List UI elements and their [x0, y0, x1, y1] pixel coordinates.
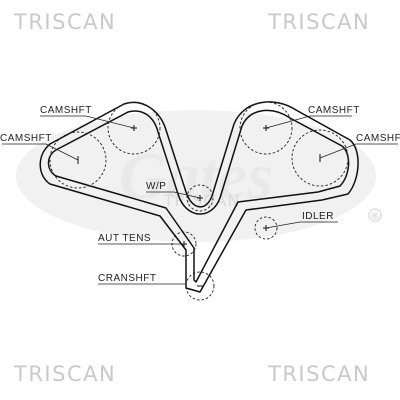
- label-crankshaft: CRANSHFT: [98, 273, 156, 284]
- watermark-top-right: TRISCAN: [268, 10, 371, 34]
- idler-pulley: [254, 216, 278, 240]
- label-camshaft-left: CAMSHFT: [0, 133, 52, 144]
- label-idler: IDLER: [302, 211, 334, 222]
- label-camshaft-top-right: CAMSHFT: [308, 105, 360, 116]
- watermark-bottom-left: TRISCAN: [14, 362, 117, 386]
- camshaft-top-right-pulley: [239, 101, 293, 155]
- label-auto-tensioner: AUT TENS: [98, 233, 151, 244]
- registered-mark: ®: [372, 211, 379, 221]
- leader-camshaft-left: [2, 143, 79, 161]
- label-water-pump: W/P: [146, 181, 166, 192]
- leader-camshaft-top-right: [265, 115, 352, 129]
- water-pump-pulley: [186, 184, 214, 212]
- belt-inner-left: [47, 109, 350, 283]
- leader-water-pump: [146, 191, 201, 199]
- label-camshaft-right: CAMSHFT: [356, 133, 400, 144]
- leader-camshaft-top-left: [40, 115, 135, 129]
- label-camshaft-top-left: CAMSHFT: [40, 105, 92, 116]
- leader-lines: [2, 115, 398, 285]
- leader-camshaft-right: [319, 143, 398, 159]
- camshaft-top-left-pulley: [107, 101, 161, 155]
- watermark-top-left: TRISCAN: [14, 10, 117, 34]
- gates-logo-ellipse: [16, 110, 376, 242]
- camshaft-right-pulley: [291, 129, 349, 187]
- crankshaft-pulley: [185, 271, 215, 301]
- leader-idler: [265, 221, 338, 229]
- timing-belt: [39, 101, 359, 293]
- watermark-bottom-right: TRISCAN: [268, 362, 371, 386]
- belt-outer-left: [39, 101, 359, 293]
- camshaft-left-pulley: [49, 131, 107, 189]
- registered-mark-circle: [368, 208, 382, 222]
